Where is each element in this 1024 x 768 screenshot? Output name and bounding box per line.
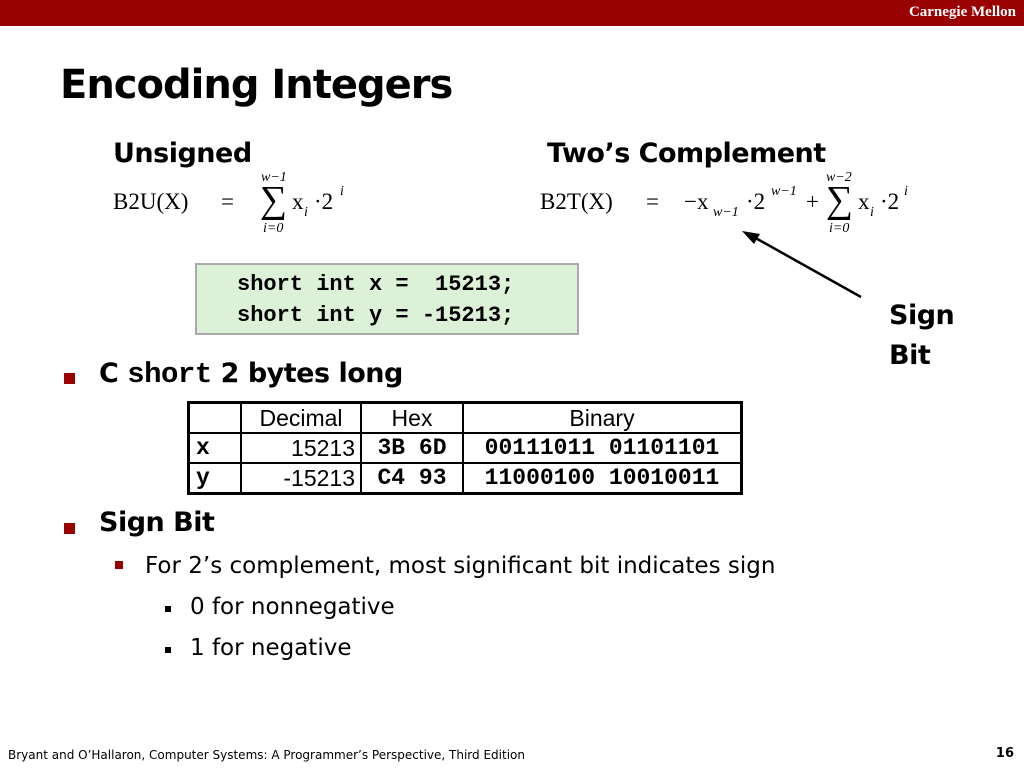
code-line-y: short int y = -15213;: [237, 303, 515, 328]
bullet-short-post: 2 bytes long: [211, 358, 404, 389]
subsub-bullet-marker: [165, 606, 171, 612]
bullet-short-keyword: short: [127, 358, 212, 391]
hex-cell: 3B 6D: [360, 432, 464, 464]
bullet-short-size: C short 2 bytes long: [99, 358, 403, 391]
top-bar: Carnegie Mellon: [0, 0, 1024, 26]
table-row: y -15213 C4 93 11000100 10010011: [187, 462, 743, 495]
b2u-equals: =: [221, 189, 234, 214]
b2u-times-two: ·2: [314, 189, 334, 214]
b2t-times-two-2: ·2: [880, 189, 900, 214]
page-number: 16: [995, 746, 1014, 761]
b2u-sum-upper: w−1: [261, 170, 287, 185]
unsigned-heading: Unsigned: [113, 138, 252, 169]
b2t-equals: =: [646, 189, 659, 214]
b2t-neg-term: −x: [684, 189, 709, 214]
b2t-sigma: ∑: [826, 179, 854, 221]
b2u-exp: i: [340, 184, 344, 199]
table-header-hex: Hex: [360, 401, 464, 434]
hex-cell: C4 93: [360, 462, 464, 495]
b2t-term: x: [858, 189, 870, 214]
b2t-sum-upper: w−2: [826, 170, 852, 185]
code-line-x: short int x = 15213;: [237, 272, 515, 297]
twos-heading: Two’s Complement: [547, 138, 826, 169]
table-header-blank: [187, 401, 242, 434]
b2t-sum-lower: i=0: [829, 221, 850, 236]
subsub-bullet-marker: [165, 647, 171, 653]
subsub-bullet-nonnegative: 0 for nonnegative: [190, 594, 395, 620]
binary-cell: 11000100 10010011: [462, 462, 743, 495]
b2t-plus: +: [806, 189, 819, 214]
bit-label: Bit: [889, 340, 931, 371]
encoding-table: Decimal Hex Binary x 15213 3B 6D 0011101…: [187, 401, 743, 495]
table-row: x 15213 3B 6D 00111011 01101101: [187, 432, 743, 464]
sign-label: Sign: [889, 300, 955, 331]
bullet-marker: [64, 373, 75, 384]
decimal-cell: 15213: [240, 432, 362, 464]
bullet-sign-bit: Sign Bit: [99, 507, 215, 538]
row-label: y: [187, 462, 242, 495]
slide-title: Encoding Integers: [60, 62, 453, 108]
decimal-cell: -15213: [240, 462, 362, 495]
table-header-row: Decimal Hex Binary: [187, 401, 743, 434]
b2u-sum-lower: i=0: [263, 221, 284, 236]
bullet-short-pre: C: [99, 358, 128, 389]
table-header-binary: Binary: [462, 401, 743, 434]
b2u-lhs: B2U(X): [113, 189, 189, 214]
sub-bullet-msb: For 2’s complement, most significant bit…: [145, 553, 776, 579]
b2u-sigma: ∑: [260, 179, 288, 221]
b2u-term-sub: i: [304, 205, 308, 220]
bullet-marker: [64, 523, 75, 534]
brand-label: Carnegie Mellon: [908, 4, 1016, 20]
table-header-decimal: Decimal: [240, 401, 362, 434]
footer-citation: Bryant and O’Hallaron, Computer Systems:…: [8, 748, 525, 762]
b2t-times-two: ·2: [746, 189, 766, 214]
b2t-lhs: B2T(X): [540, 189, 613, 214]
sub-bullet-marker: [115, 561, 123, 569]
b2t-neg-sub: w−1: [713, 205, 739, 220]
b2u-term: x: [292, 189, 304, 214]
subsub-bullet-negative: 1 for negative: [190, 635, 352, 661]
binary-cell: 00111011 01101101: [462, 432, 743, 464]
code-box: short int x = 15213; short int y = -1521…: [195, 263, 579, 335]
b2t-exp: i: [904, 184, 908, 199]
b2t-term-sub: i: [870, 205, 874, 220]
b2t-neg-exp: w−1: [771, 184, 797, 199]
row-label: x: [187, 432, 242, 464]
